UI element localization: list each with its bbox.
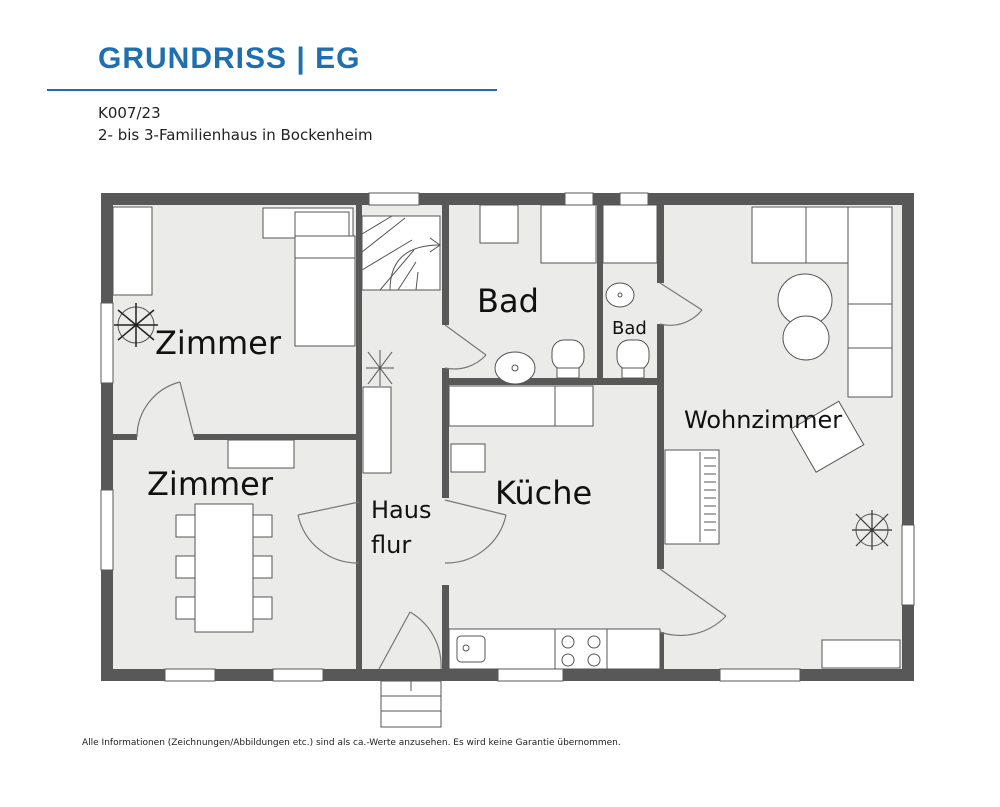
object-code: K007/23 — [98, 104, 161, 122]
zimmer-top-furniture — [112, 206, 356, 347]
kueche-furniture — [448, 385, 661, 670]
hallway-furniture — [362, 350, 394, 474]
room-label-hausflur-2: flur — [371, 531, 411, 559]
staircase — [361, 215, 441, 291]
doors — [136, 282, 727, 670]
windows — [100, 192, 915, 682]
page-title: GRUNDRISS | EG — [98, 42, 361, 75]
interior-walls — [113, 205, 664, 669]
room-label-bad-small: Bad — [612, 318, 647, 339]
room-label-zimmer-bottom: Zimmer — [147, 465, 274, 503]
room-label-wohnzimmer: Wohnzimmer — [684, 406, 842, 434]
entrance-steps — [380, 680, 442, 728]
object-description: 2- bis 3-Familienhaus in Bockenheim — [98, 126, 373, 144]
zimmer-bottom-furniture — [175, 439, 295, 633]
title-underline — [47, 89, 497, 91]
room-label-kueche: Küche — [495, 474, 592, 512]
wohnzimmer-furniture — [664, 206, 901, 669]
bad-large-fixtures — [479, 204, 597, 385]
room-label-hausflur-1: Haus — [371, 496, 431, 524]
bad-small-fixtures — [602, 204, 658, 379]
room-label-bad-large: Bad — [477, 282, 539, 320]
disclaimer: Alle Informationen (Zeichnungen/Abbildun… — [82, 738, 621, 748]
room-label-zimmer-top: Zimmer — [155, 324, 282, 362]
